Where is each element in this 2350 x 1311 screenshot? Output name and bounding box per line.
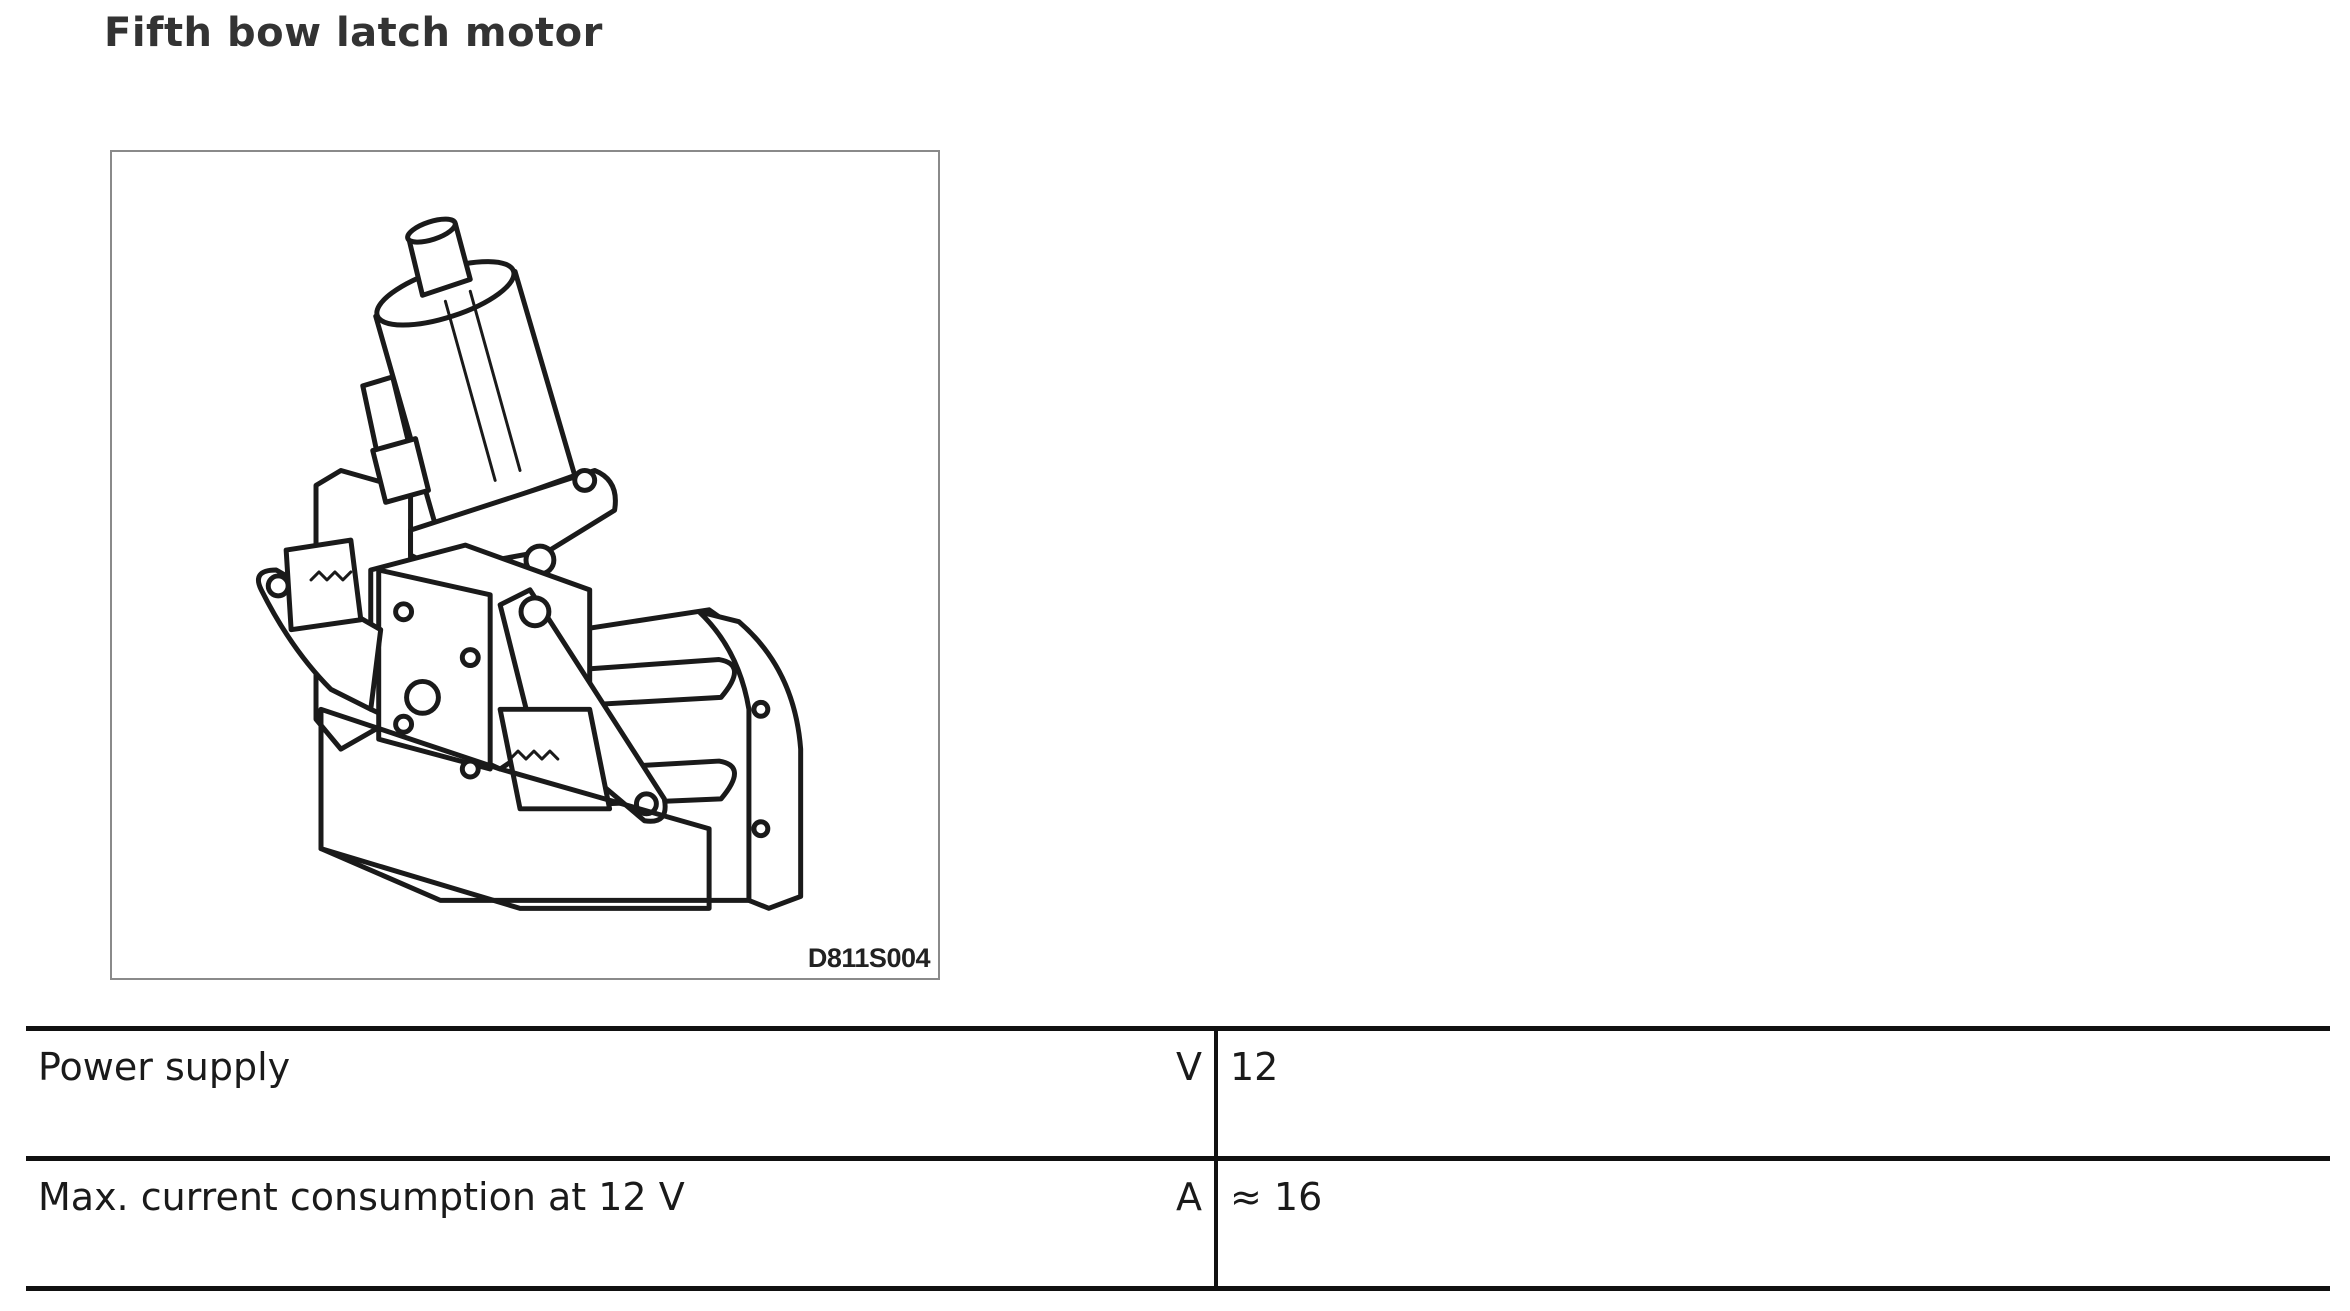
spec-unit: A: [1176, 1175, 1202, 1219]
arm-pivot: [518, 595, 552, 629]
spec-label: Power supply: [38, 1045, 291, 1089]
column-divider: [1214, 1161, 1218, 1286]
plate-bolt: [459, 647, 481, 669]
bracket-hole: [751, 819, 771, 839]
spec-unit: V: [1176, 1045, 1202, 1089]
spec-value: ≈ 16: [1230, 1175, 1323, 1219]
page-title: Fifth bow latch motor: [104, 10, 603, 56]
table-row: Max. current consumption at 12 V A ≈ 16: [26, 1156, 2330, 1291]
spec-label: Max. current consumption at 12 V: [38, 1175, 685, 1219]
spec-table: Power supply V 12 Max. current consumpti…: [26, 1026, 2330, 1291]
rack-teeth: [309, 570, 353, 582]
spec-value: 12: [1230, 1045, 1279, 1089]
guide-slot: [577, 657, 737, 708]
rack-left: [283, 537, 364, 633]
column-divider: [1214, 1031, 1218, 1156]
arm-pivot: [265, 573, 291, 599]
bracket-hole: [751, 699, 771, 719]
table-row: Power supply V 12: [26, 1026, 2330, 1156]
rack-right: [497, 706, 613, 812]
rack-teeth: [508, 749, 560, 761]
center-plate: [376, 567, 493, 772]
center-nut: [404, 678, 441, 716]
figure-code: D811S004: [807, 943, 931, 973]
latch-motor-drawing: [255, 216, 804, 911]
motor-illustration: D811S004: [110, 150, 940, 980]
shaft-end: [405, 216, 458, 245]
bracket-flange: [696, 609, 804, 911]
plate-bolt: [393, 601, 415, 623]
base-slide: [318, 706, 712, 911]
plate-bolt: [393, 713, 415, 735]
flange-screw: [572, 467, 598, 493]
connector-plug: [370, 436, 431, 505]
